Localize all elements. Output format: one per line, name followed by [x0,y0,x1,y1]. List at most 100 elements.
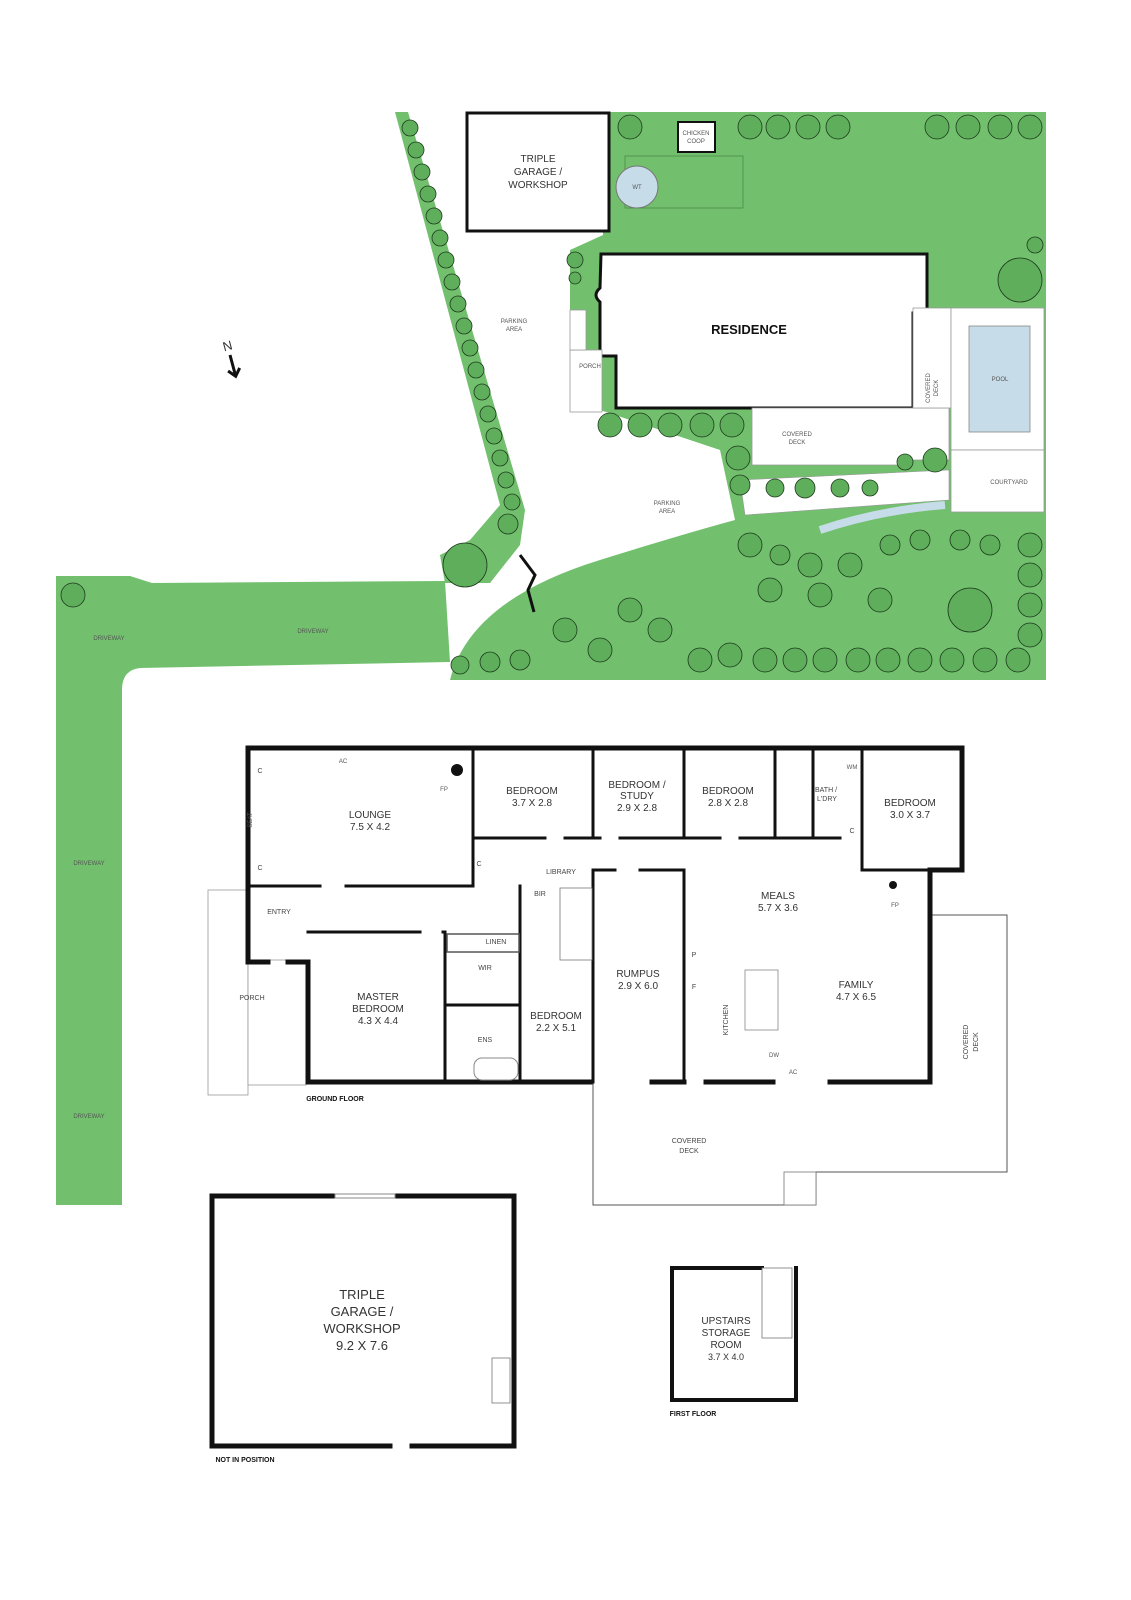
site-garage-label: WORKSHOP [508,180,568,191]
covered-deck-label: DECK [789,440,806,446]
residence-label: RESIDENCE [711,322,787,337]
meals-label: MEALS [761,891,795,902]
tree-icon [407,141,425,159]
driveway-label: DRIVEWAY [93,636,124,642]
porch [247,959,307,1086]
master-bedroom-size: 4.3 X 4.4 [358,1016,398,1027]
tree-icon [1005,647,1031,673]
tree-icon [879,534,901,556]
gate [518,554,537,613]
cupboard-label: C [849,828,854,835]
tree-icon [752,647,778,673]
meals-size: 5.7 X 3.6 [758,903,798,914]
tree-icon [455,317,473,335]
tree-icon [497,471,515,489]
tree-icon [503,493,521,511]
entry-label: ENTRY [267,909,291,916]
water-tank [615,165,659,209]
tree-icon [1017,114,1043,140]
tree-icon [765,114,791,140]
garage-size: 9.2 X 7.6 [336,1338,388,1353]
tree-icon [509,649,531,671]
bedroom-size: 3.7 X 2.8 [512,798,552,809]
tree-icon [875,647,901,673]
family-size: 4.7 X 6.5 [836,992,876,1003]
parking-area-label: AREA [659,509,675,515]
tree-icon [939,647,965,673]
chicken-coop [677,121,716,153]
tree-icon [1026,236,1044,254]
tree-icon [413,163,431,181]
tree-icon [431,229,449,247]
storage-room-label: STORAGE [702,1328,751,1339]
cupboard-label: C [476,861,481,868]
tree-icon [461,339,479,357]
covered-deck-label: COVERED [926,372,932,402]
bir-label: BIR [534,891,546,898]
bedroom-label: BEDROOM [702,786,754,797]
ensuite-label: ENS [478,1037,493,1044]
tree-icon [955,114,981,140]
tree-icon [924,114,950,140]
fireplace-icon [451,764,463,776]
tree-icon [987,114,1013,140]
stairs [569,309,587,351]
tree-icon [947,587,993,633]
storage-room-label: UPSTAIRS [701,1316,751,1327]
linen-cupboard [446,933,520,953]
fridge-label: F [692,984,696,991]
deck-stairs [783,1171,817,1206]
ground-floor-plan: LOUNGE 7.5 X 4.2 BEDROOM 3.7 X 2.8 BEDRO… [207,745,1008,1206]
tree-icon [485,427,503,445]
driveway-label: DRIVEWAY [73,861,104,867]
tree-icon [1017,592,1043,618]
tree-icon [725,445,751,471]
wir-label: WIR [478,965,492,972]
water-feature [818,501,946,534]
covered-deck-side [912,307,952,409]
tree-icon [491,449,509,467]
tree-icon [737,532,763,558]
bedroom-study-size: 2.9 X 2.8 [617,803,657,814]
tree-icon [782,647,808,673]
tree-icon [867,587,893,613]
covered-deck-label: DECK [679,1148,699,1155]
porch-stairs [207,889,249,1096]
courtyard [950,449,1045,513]
kitchen-label: KITCHEN [723,1005,730,1036]
family-label: FAMILY [839,980,874,991]
covered-deck-label: COVERED [963,1025,970,1060]
bath-laundry-label: BATH / [815,787,837,794]
bedroom-size: 2.8 X 2.8 [708,798,748,809]
tree-icon [587,637,613,663]
rumpus-size: 2.9 X 6.0 [618,981,658,992]
ac-label: AC [339,759,348,765]
tree-icon [845,647,871,673]
tree-icon [442,542,488,588]
tree-icon [907,647,933,673]
tree-icon [479,651,501,673]
tree-icon [909,529,931,551]
tree-icon [812,647,838,673]
tree-icon [443,273,461,291]
tree-icon [568,271,582,285]
fireplace-icon [889,881,897,889]
parking-area-label: AREA [506,327,522,333]
covered-deck-label: COVERED [782,432,812,438]
tree-icon [425,207,443,225]
tree-icon [566,251,584,269]
tree-icon [1017,622,1043,648]
tree-icon [837,552,863,578]
garage-plan: TRIPLE GARAGE / WORKSHOP 9.2 X 7.6 NOT I… [209,1193,517,1464]
site-garage [465,111,611,233]
tree-icon [769,544,791,566]
tree-icon [552,617,578,643]
chicken-coop-label: CHICKEN [682,131,709,137]
cupboard-label: C [257,865,262,872]
tree-icon [729,474,751,496]
master-bedroom-label: MASTER [357,992,399,1003]
tree-icon [972,647,998,673]
bedroom-label: BEDROOM [506,786,558,797]
seat-label: SEAT [248,812,254,828]
